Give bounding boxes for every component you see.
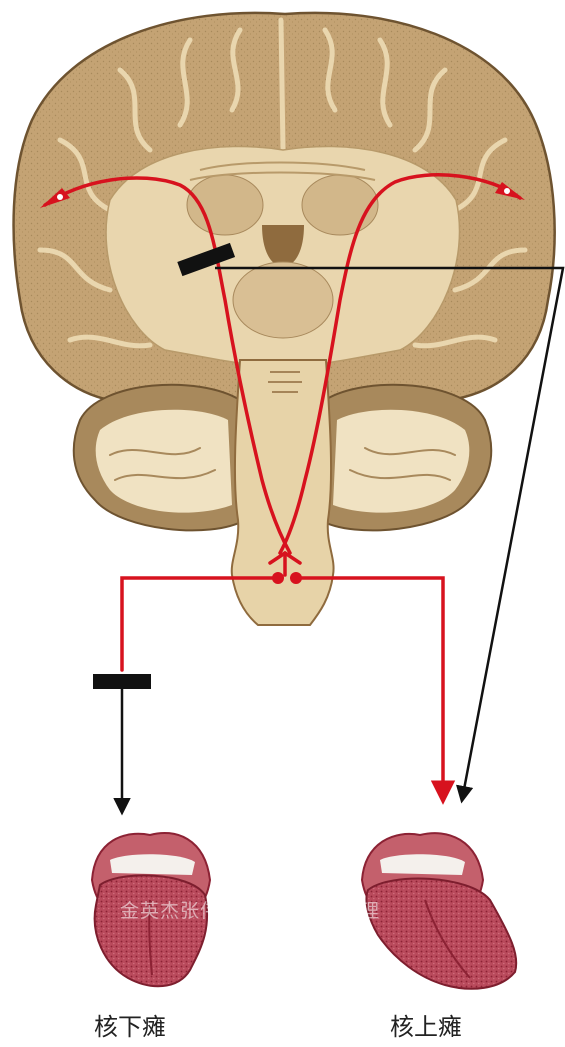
supranuclear-palsy-label: 核上瘫: [390, 1013, 462, 1041]
infranuclear-palsy-label: 核下瘫: [94, 1013, 166, 1041]
thalamus: [233, 262, 333, 338]
right-basal-ganglia: [302, 175, 378, 235]
cerebellum-brainstem: [74, 360, 491, 625]
right-tongue-illustration: [362, 833, 516, 989]
infranuclear-lesion-bar: [93, 674, 151, 689]
left-hypoglossal-nucleus: [272, 572, 284, 584]
right-tongue: [366, 879, 516, 989]
brain-coronal-section: [14, 13, 555, 410]
watermark-text: 金英杰张伟老师团队收集整理: [120, 900, 380, 922]
brainstem: [232, 360, 334, 625]
right-hypoglossal-nucleus: [290, 572, 302, 584]
